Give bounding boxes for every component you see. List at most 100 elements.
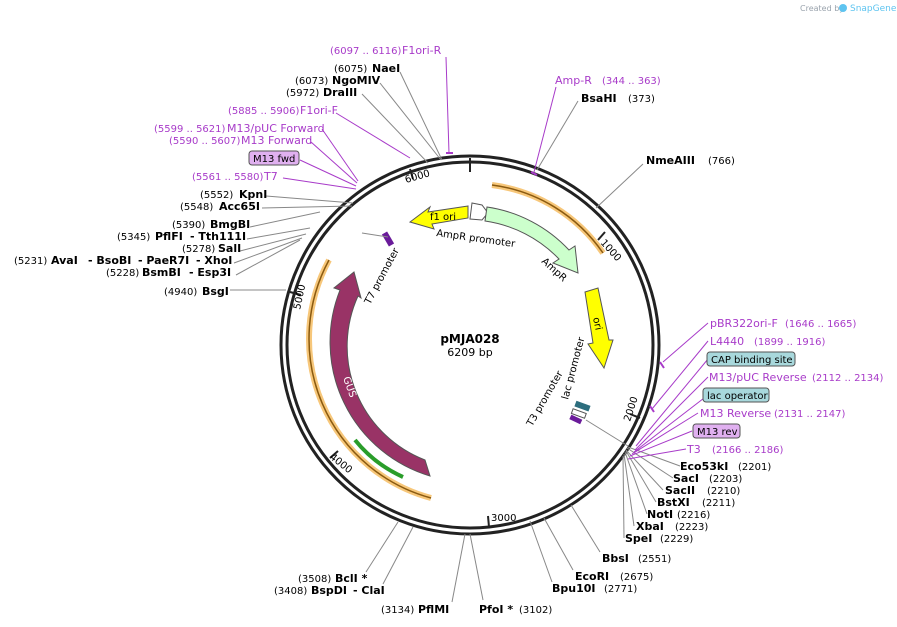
primer-t7[interactable]: (5561 .. 5580) T7 xyxy=(192,170,278,183)
leader-lac-operator xyxy=(633,394,709,453)
leader-bpu10i xyxy=(529,520,553,583)
site-pos: (5228) xyxy=(106,268,139,279)
box-lac-operator-label: lac operator xyxy=(707,391,768,402)
site-avai[interactable]: (5231) AvaI - BsoBI - PaeR7I - XhoI xyxy=(14,254,232,267)
site-bcli[interactable]: (3508) BclI * xyxy=(298,572,368,585)
site-name: BsmBI xyxy=(142,266,181,279)
feature-promoters-right[interactable]: lac promoter T3 promoter xyxy=(525,335,591,429)
leader-acc65i xyxy=(261,205,353,209)
site-extra: - Tth111I xyxy=(190,230,246,243)
leader-spei xyxy=(622,455,625,539)
primer-pbr322ori-f[interactable]: pBR322ori-F (1646 .. 1665) xyxy=(710,317,857,330)
site-nmeaiii[interactable]: NmeAIII (766) xyxy=(646,154,735,167)
site-saci[interactable]: SacI (2203) xyxy=(673,472,742,485)
site-bbsi[interactable]: BbsI (2551) xyxy=(602,552,671,565)
site-xbai[interactable]: XbaI (2223) xyxy=(636,520,708,533)
leader-sacii xyxy=(625,449,664,491)
primer-l4440[interactable]: L4440 (1899 .. 1916) xyxy=(710,335,826,348)
site-eco53ki[interactable]: Eco53kI (2201) xyxy=(680,460,771,473)
box-cap-site[interactable]: CAP binding site xyxy=(706,351,796,367)
ori-label: ori xyxy=(590,316,603,331)
primer-t3[interactable]: T3 (2166 .. 2186) xyxy=(686,443,784,456)
leader-pflfi xyxy=(246,227,311,240)
box-m13-fwd[interactable]: M13 fwd xyxy=(248,150,300,166)
feature-gus[interactable]: GUS xyxy=(329,271,431,479)
primer-pos: (1899 .. 1916) xyxy=(754,337,826,348)
site-pos: (5552) xyxy=(200,190,233,201)
leader-draiii xyxy=(361,93,429,164)
site-ngomiv[interactable]: (6073) NgoMIV xyxy=(295,74,381,87)
primer-name: M13 Reverse xyxy=(700,407,771,420)
primer-m13-puc-fwd[interactable]: (5599 .. 5621) M13/pUC Forward xyxy=(154,122,325,135)
box-cap-site-label: CAP binding site xyxy=(711,355,793,366)
site-sali[interactable]: (5278) SalI xyxy=(182,242,241,255)
site-bsmbi[interactable]: (5228) BsmBI - Esp3I xyxy=(106,266,231,279)
site-naei[interactable]: (6075) NaeI xyxy=(334,62,400,75)
feature-ori[interactable]: ori xyxy=(584,287,614,370)
primer-m13-reverse[interactable]: M13 Reverse (2131 .. 2147) xyxy=(700,407,846,420)
leader-l4440 xyxy=(651,340,709,410)
tick-label-6000: 6000 xyxy=(404,168,431,186)
site-kpni[interactable]: (5552) KpnI xyxy=(200,188,267,201)
lac-promoter-mark xyxy=(570,408,587,419)
site-bsahi[interactable]: BsaHI (373) xyxy=(581,92,655,105)
tick-5000 xyxy=(289,291,302,296)
primer-name: M13/pUC Forward xyxy=(227,122,325,135)
site-pos: (2675) xyxy=(620,572,653,583)
site-name: EcoRI xyxy=(575,570,609,583)
site-spei[interactable]: SpeI (2229) xyxy=(625,532,693,545)
site-bpu10i[interactable]: Bpu10I (2771) xyxy=(552,582,637,595)
site-bstxi[interactable]: BstXI (2211) xyxy=(657,496,735,509)
primer-l4440-mark xyxy=(649,405,655,413)
primer-m13-puc-rev[interactable]: M13/pUC Reverse (2112 .. 2134) xyxy=(709,371,884,384)
site-pos: (2201) xyxy=(738,462,771,473)
leader-noti xyxy=(624,451,648,515)
orange-arc-top-line xyxy=(491,184,604,254)
ampr-promoter-arrow xyxy=(469,202,489,221)
site-ecori[interactable]: EcoRI (2675) xyxy=(575,570,653,583)
site-name: NotI xyxy=(647,508,673,521)
box-lac-operator[interactable]: lac operator xyxy=(702,387,770,403)
ampr-promoter-label: AmpR promoter xyxy=(436,228,517,250)
primer-f1ori-r[interactable]: (6097 .. 6116) F1ori-R xyxy=(330,44,442,57)
site-pos: (2211) xyxy=(702,498,735,509)
site-name: NmeAIII xyxy=(646,154,695,167)
feature-f1-ori[interactable]: f1 ori xyxy=(408,205,469,230)
site-bspdi[interactable]: (3408) BspDI - ClaI xyxy=(274,584,385,597)
site-sacii[interactable]: SacII (2210) xyxy=(665,484,740,497)
site-name: PfoI * xyxy=(479,603,513,616)
site-pflfi[interactable]: (5345) PflFI - Tth111I xyxy=(117,230,246,243)
site-name: BbsI xyxy=(602,552,629,565)
site-extra: - ClaI xyxy=(353,584,385,597)
primer-pbr322ori-f-mark xyxy=(659,361,665,369)
feature-t7-promoter[interactable]: T7 promoter xyxy=(362,231,402,307)
site-acc65i[interactable]: (5548) Acc65I xyxy=(180,200,260,213)
primer-name: M13/pUC Reverse xyxy=(709,371,807,384)
site-name: PflFI xyxy=(155,230,183,243)
primer-pos: (5885 .. 5906) xyxy=(228,106,300,117)
site-pos: (373) xyxy=(628,94,655,105)
site-pflmi[interactable]: (3134) PflMI xyxy=(381,603,449,616)
site-pos: (3408) xyxy=(274,586,307,597)
box-m13-rev[interactable]: M13 rev xyxy=(692,423,741,439)
site-name: BspDI xyxy=(311,584,347,597)
primers: (6097 .. 6116) F1ori-R Amp-R (344 .. 363… xyxy=(154,44,884,456)
lac-promoter-label: lac promoter xyxy=(560,335,587,401)
site-pos: (5548) xyxy=(180,202,213,213)
site-noti[interactable]: NotI (2216) xyxy=(647,508,710,521)
primer-m13-fwd-primer[interactable]: (5590 .. 5607) M13 Forward xyxy=(169,134,312,147)
site-pfoi[interactable]: PfoI * (3102) xyxy=(479,603,552,616)
site-draiii[interactable]: (5972) DraIII xyxy=(286,86,357,99)
site-bsgi[interactable]: (4940) BsgI xyxy=(164,285,229,298)
primer-amp-r[interactable]: Amp-R (344 .. 363) xyxy=(555,74,661,87)
site-name: BsgI xyxy=(202,285,229,298)
site-bmgbi[interactable]: (5390) BmgBI xyxy=(172,218,250,231)
site-pos: (766) xyxy=(708,156,735,167)
site-pos: (4940) xyxy=(164,287,197,298)
site-pos: (5390) xyxy=(172,220,205,231)
box-lac-operator-bg xyxy=(702,387,770,403)
site-name: SacI xyxy=(673,472,699,485)
primer-f1ori-f[interactable]: (5885 .. 5906) F1ori-F xyxy=(228,104,338,117)
site-name: NaeI xyxy=(372,62,400,75)
primer-pos: (2112 .. 2134) xyxy=(812,373,884,384)
